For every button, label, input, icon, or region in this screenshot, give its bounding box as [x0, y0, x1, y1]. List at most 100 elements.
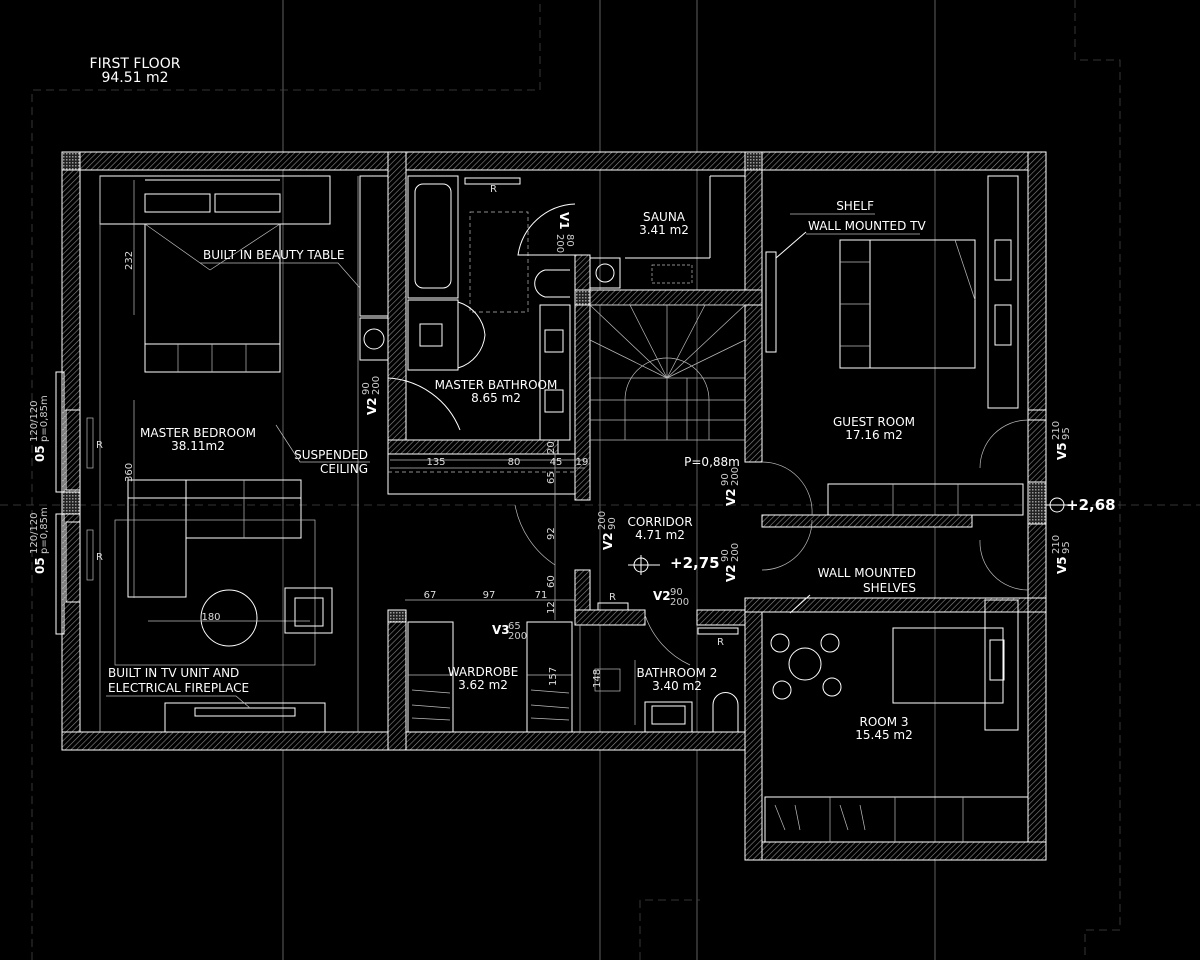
door-height: 200: [508, 631, 527, 642]
exterior-level: +2,68: [1066, 496, 1116, 514]
radiator-mark: R: [96, 552, 103, 563]
door-width: 210: [1051, 421, 1062, 440]
master-bedroom-furniture: [99, 175, 389, 733]
dim-label: 135: [426, 457, 445, 468]
room-area: 4.71 m2: [635, 528, 685, 542]
door-height: 200: [371, 376, 382, 395]
room-area: 15.45 m2: [855, 728, 913, 742]
corridor-level: +2,75: [670, 554, 720, 572]
radiator-mark: R: [717, 637, 724, 648]
wall-shelves-label: WALL MOUNTED: [818, 566, 916, 580]
dim-label: 65: [546, 471, 557, 484]
room-name: GUEST ROOM: [833, 415, 915, 429]
door-width: 80: [564, 234, 575, 247]
door-tag-v3: V3 65 200: [492, 621, 527, 642]
annotations: BUILT IN BEAUTY TABLE SUSPENDED CEILING …: [96, 184, 1116, 709]
dim-label: 45: [550, 457, 563, 468]
tv-unit-label: BUILT IN TV UNIT AND: [108, 666, 239, 680]
beauty-table-label: BUILT IN BEAUTY TABLE: [203, 248, 344, 262]
door-height: 200: [730, 543, 741, 562]
window-tag-05: 05 120/120 p=0,85m: [29, 395, 50, 462]
door-width: 65: [508, 621, 521, 632]
room-name: MASTER BEDROOM: [140, 426, 256, 440]
door-width: 90: [361, 382, 372, 395]
room3-furniture: [764, 594, 1029, 843]
door-height: 90: [607, 517, 618, 530]
door-width: 200: [597, 511, 608, 530]
dim-label: 12: [546, 601, 557, 614]
plan-title-text: FIRST FLOOR: [90, 56, 181, 72]
corridor-cabinets: [387, 453, 813, 620]
room-area: 38.11m2: [171, 439, 225, 453]
door-width: 90: [670, 587, 683, 598]
door-tag: V5: [1055, 442, 1069, 460]
room-name: BATHROOM 2: [637, 666, 718, 680]
door-tag-v5: V5 210 95: [1051, 421, 1072, 460]
dim-label: 97: [483, 590, 496, 601]
room-area: 8.65 m2: [471, 391, 521, 405]
dim-label: 180: [201, 612, 220, 623]
door-tag-v5: V5 210 95: [1051, 535, 1072, 574]
window-sill: p=0,85m: [39, 395, 50, 442]
door-tag-v2: V2 90 200: [653, 587, 689, 608]
room-area: 3.41 m2: [639, 223, 689, 237]
door-tag: V2: [601, 532, 615, 550]
door-width: 210: [1051, 535, 1062, 554]
door-width: 90: [720, 473, 731, 486]
door-tag-v2: V2 90 200: [720, 543, 741, 582]
window-size: 120/120: [29, 400, 40, 442]
door-height: 200: [670, 597, 689, 608]
window-sill: p=0,85m: [39, 507, 50, 554]
door-tag-v2: V2 90 200: [720, 467, 741, 506]
door-height: 200: [554, 234, 565, 253]
door-tag: V2: [724, 488, 738, 506]
radiator-mark: R: [609, 592, 616, 603]
dim-label: 360: [124, 463, 135, 482]
dimensions: 232 360 180 135 80 45 19 20 65 92 60 12 …: [124, 251, 603, 688]
stair-height-label: P=0,88m: [684, 455, 740, 469]
door-height: 95: [1061, 427, 1072, 440]
room-area: 3.40 m2: [652, 679, 702, 693]
dim-label: 148: [592, 669, 603, 688]
door-tag: V5: [1055, 556, 1069, 574]
plan-title: FIRST FLOOR 94.51 m2: [90, 56, 181, 86]
staircase: [589, 304, 746, 441]
shelf-label: SHELF: [836, 199, 874, 213]
dim-label: 19: [576, 457, 589, 468]
dim-label: 71: [535, 590, 548, 601]
door-tag: V2: [365, 397, 379, 415]
door-width: 90: [720, 549, 731, 562]
door-tag-v1: V1 80 200: [554, 212, 575, 253]
door-tag: V3: [492, 623, 510, 637]
room-name: WARDROBE: [448, 665, 519, 679]
suspended-ceiling-label: SUSPENDED: [294, 448, 368, 462]
door-height: 200: [730, 467, 741, 486]
wall-shelves-label-2: SHELVES: [863, 581, 916, 595]
room-name: MASTER BATHROOM: [435, 378, 558, 392]
door-tag: V2: [724, 564, 738, 582]
door-tag-v2: V2 90 200: [361, 376, 382, 415]
wall-tv-label: WALL MOUNTED TV: [808, 219, 926, 233]
room-name: ROOM 3: [859, 715, 908, 729]
level-markers: [628, 497, 1070, 575]
window-tag-05: 05 120/120 p=0,85m: [29, 507, 50, 574]
room-name: SAUNA: [643, 210, 686, 224]
door-height: 95: [1061, 541, 1072, 554]
dim-label: 157: [548, 667, 559, 686]
guest-room-furniture: [765, 175, 1029, 591]
sauna-and-stairs: [589, 175, 746, 441]
dim-label: 60: [546, 575, 557, 588]
tv-unit-label-2: ELECTRICAL FIREPLACE: [108, 681, 249, 695]
room-labels: MASTER BEDROOM 38.11m2 MASTER BATHROOM 8…: [140, 210, 915, 742]
room-area: 3.62 m2: [458, 678, 508, 692]
door-tags: V1 80 200 V2 90 200 V2 200 90 V2 90 200 …: [29, 212, 1072, 642]
door-tag: V2: [653, 589, 671, 603]
door-tag: V1: [557, 212, 571, 230]
windows: [55, 371, 94, 635]
plan-total-area: 94.51 m2: [101, 70, 168, 86]
room-name: CORRIDOR: [627, 515, 692, 529]
window-size: 120/120: [29, 512, 40, 554]
suspended-ceiling-label-2: CEILING: [320, 462, 368, 476]
window-tag: 05: [33, 557, 47, 574]
dim-label: 80: [508, 457, 521, 468]
